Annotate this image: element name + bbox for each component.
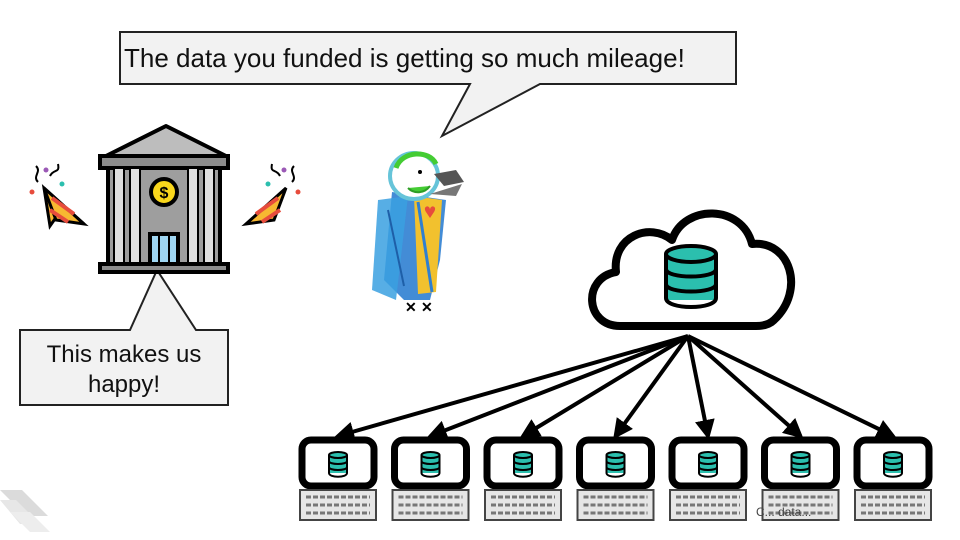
laptop-db-band: [790, 466, 811, 471]
left-speech-bubble: [19, 267, 229, 406]
laptop-database-icon: [576, 436, 655, 521]
laptop-db-top: [420, 451, 441, 459]
left-speech-text: This makes us happy!: [22, 340, 226, 400]
laptop-db-band: [420, 466, 441, 471]
svg-text:$: $: [160, 185, 169, 202]
distribution-arrow: [334, 334, 689, 442]
left-speech-line-2: happy!: [87, 371, 161, 398]
laptop-database-icon: [853, 436, 933, 521]
consumer-laptops: [298, 436, 933, 521]
party-popper-icon: [29, 163, 89, 230]
left-speech-line-1: This makes us: [46, 341, 202, 368]
laptop-db-band: [420, 460, 441, 465]
laptop-db-band: [883, 466, 903, 471]
distribution-arrows: [334, 334, 897, 442]
laptop-db-band: [605, 466, 626, 471]
distribution-arrow: [426, 334, 689, 440]
laptop-db-outline: [605, 455, 626, 478]
distribution-arrow: [687, 334, 897, 438]
laptop-db-outline: [328, 455, 348, 478]
top-speech-bubble-shape: [119, 31, 737, 139]
distribution-arrow: [613, 334, 690, 440]
laptop-db-top: [790, 451, 811, 459]
laptop-db-outline: [698, 455, 718, 478]
laptop-db-top: [698, 451, 718, 459]
laptop-db-band: [698, 460, 718, 465]
party-popper-icon: [241, 163, 301, 227]
cloud-database-icon: [588, 209, 795, 330]
laptop-db-band: [790, 460, 811, 465]
footer-credit: C... data...: [756, 505, 812, 519]
database-icon: [664, 244, 718, 309]
laptop-db-top: [883, 451, 903, 459]
laptop-db-outline: [790, 455, 811, 478]
laptop-db-top: [328, 451, 348, 459]
laptop-db-band: [883, 460, 903, 465]
distribution-arrow: [686, 335, 715, 440]
coin-icon: [149, 177, 179, 207]
distribution-arrow: [686, 334, 804, 439]
bird-character: ✕ ✕: [372, 151, 464, 315]
laptop-database-icon: [668, 436, 748, 521]
laptop-db-band: [513, 460, 533, 465]
svg-text:✕: ✕: [421, 299, 433, 315]
laptop-db-outline: [420, 455, 441, 478]
laptop-database-icon: [391, 436, 470, 521]
bank-icon: $: [98, 124, 230, 274]
laptop-db-top: [605, 451, 626, 459]
laptop-database-icon: [761, 436, 840, 521]
laptop-db-band: [605, 460, 626, 465]
logo-mark: [0, 490, 50, 532]
laptop-database-icon: [298, 436, 378, 521]
laptop-db-outline: [883, 455, 903, 478]
top-speech-text: The data you funded is getting so much m…: [124, 43, 685, 73]
svg-text:✕: ✕: [405, 299, 417, 315]
laptop-database-icon: [483, 436, 563, 521]
left-speech-bubble-shape: [19, 267, 229, 406]
distribution-arrow: [519, 334, 690, 439]
laptop-db-band: [328, 466, 348, 471]
laptop-db-band: [698, 466, 718, 471]
laptop-db-outline: [513, 455, 533, 478]
laptop-db-band: [513, 466, 533, 471]
laptop-db-top: [513, 451, 533, 459]
laptop-db-band: [328, 460, 348, 465]
top-speech-bubble: [119, 31, 737, 139]
